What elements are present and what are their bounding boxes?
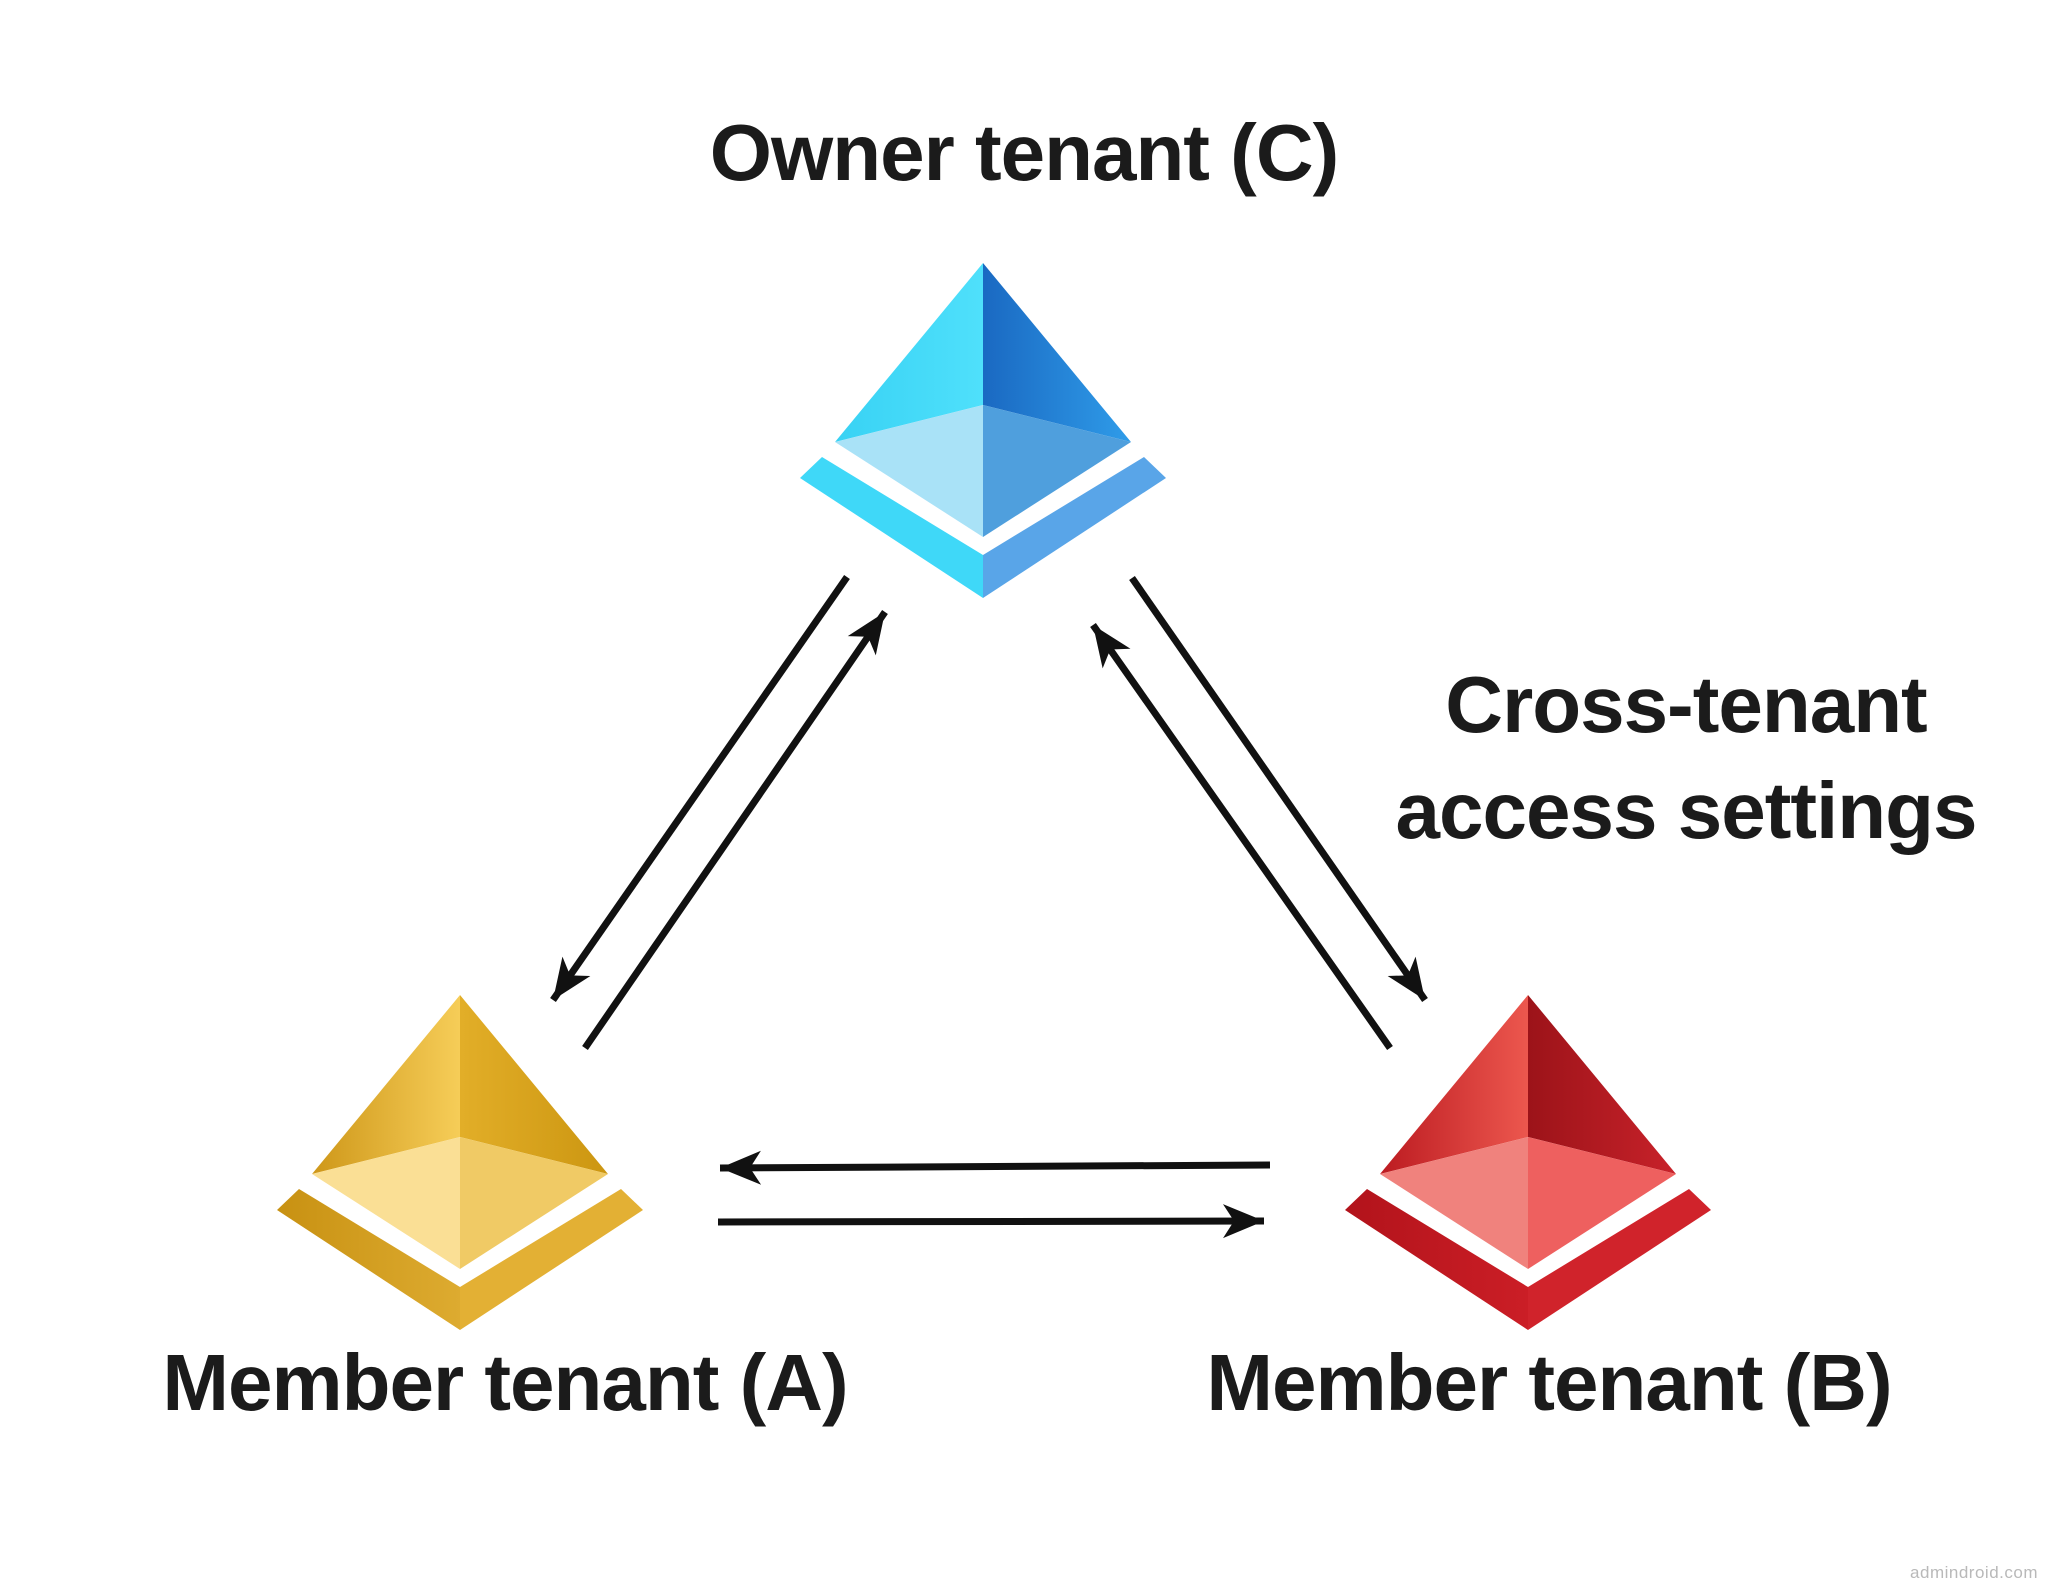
member-a-pyramid-face-band-right [460,1189,643,1330]
owner-pyramid-face-lower-right [983,405,1131,537]
arrow-memberB-to-owner [1090,622,1393,1051]
member-a-pyramid-face-band-left [277,1189,460,1330]
watermark: admindroid.com [1910,1563,2038,1582]
member-a-pyramid-face-upper-left [312,995,460,1174]
member-tenant-a-pyramid-icon [270,991,650,1336]
annotation-line-2: access settings [1395,765,1978,855]
owner-pyramid-face-upper-left [835,263,983,442]
annotation-line-1: Cross-tenant [1445,660,1927,749]
member-tenant-a-label: Member tenant (A) [162,1338,848,1427]
owner-pyramid-face-band-right [983,457,1166,598]
arrow-owner-to-memberB [1129,576,1428,1002]
member-b-pyramid-face-lower-right [1528,1137,1676,1269]
owner-tenant-label: Owner tenant (C) [709,108,1339,197]
owner-pyramid-face-upper-right [983,263,1131,442]
member-a-pyramid-face-upper-right [460,995,608,1174]
member-tenant-b-pyramid-icon [1338,991,1718,1336]
owner-tenant-pyramid-icon [793,259,1173,604]
arrow-memberA-to-memberB [717,1204,1265,1239]
member-b-pyramid-face-upper-left [1380,995,1528,1174]
member-a-pyramid-face-lower-left [312,1137,460,1269]
owner-pyramid-face-lower-left [835,405,983,537]
arrow-owner-to-memberA [550,575,850,1002]
member-b-pyramid-face-band-right [1528,1189,1711,1330]
member-a-pyramid-face-lower-right [460,1137,608,1269]
arrow-memberA-to-owner [582,610,888,1050]
member-b-pyramid-face-lower-left [1380,1137,1528,1269]
member-b-pyramid-face-upper-right [1528,995,1676,1174]
owner-pyramid-face-band-left [800,457,983,598]
arrow-memberB-to-memberA [719,1150,1271,1185]
member-tenant-b-label: Member tenant (B) [1206,1338,1892,1427]
cross-tenant-access-settings-label: Cross-tenant access settings [1395,652,1978,863]
member-b-pyramid-face-band-left [1345,1189,1528,1330]
